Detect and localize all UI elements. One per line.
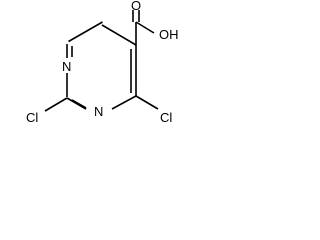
atom-oh: OH	[159, 27, 179, 42]
bond-c5-c6	[101, 24, 137, 46]
bond-c6-c5	[68, 21, 103, 43]
atom-o-carbonyl: O	[131, 0, 141, 13]
bond-c2-n3-inner	[71, 99, 87, 109]
bond-c2-cl	[44, 97, 68, 112]
bond-c2-n3	[66, 97, 87, 110]
substituent-bonds	[44, 10, 159, 112]
bond-carboxyl-oh	[135, 21, 155, 34]
pyrimidine-ring	[66, 21, 137, 110]
bond-c4-cl	[135, 95, 159, 110]
atom-cl-left: Cl	[26, 110, 38, 125]
chemical-structure: N N Cl Cl O OH	[26, 0, 179, 125]
atom-cl-right: Cl	[160, 110, 172, 125]
bond-n3-c4	[111, 95, 137, 110]
atom-n-bottom: N	[94, 104, 103, 119]
atom-n-top: N	[62, 59, 71, 74]
